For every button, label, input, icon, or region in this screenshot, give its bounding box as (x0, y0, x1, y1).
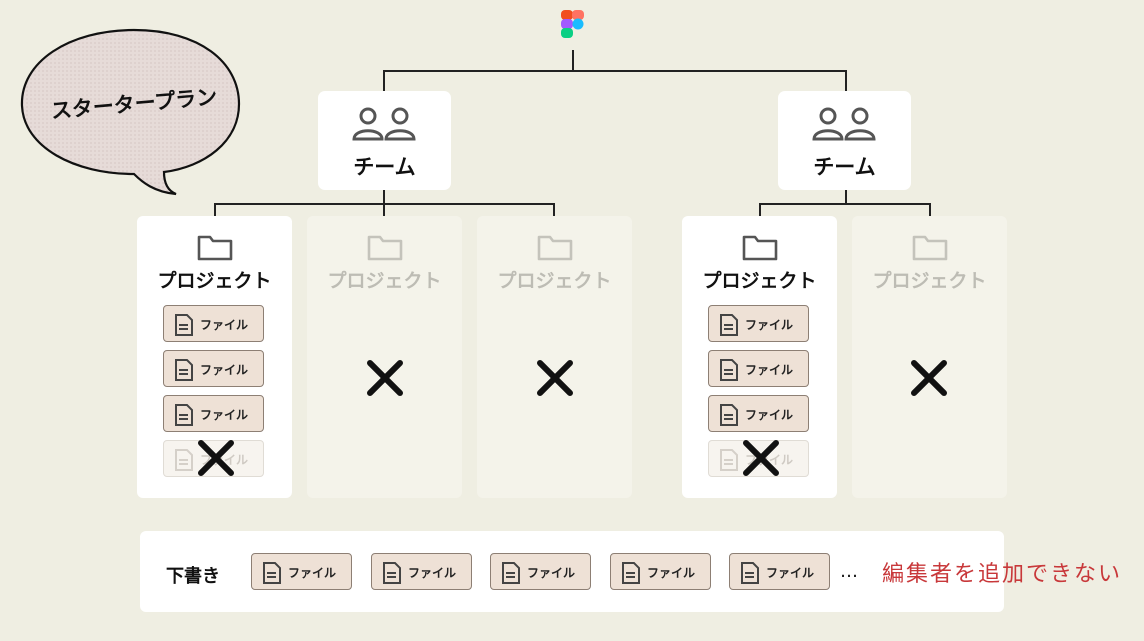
connector-proj2-drop (383, 203, 385, 217)
project-label: プロジェクト (327, 270, 442, 292)
file-label: ファイル (200, 408, 249, 422)
cross-icon (367, 360, 403, 396)
cannot-add-editors-note: 編集者を追加できない (882, 562, 1123, 587)
folder-icon (367, 235, 403, 261)
project-label: プロジェクト (872, 270, 987, 292)
document-icon (720, 449, 738, 471)
file-label: ファイル (745, 408, 794, 422)
folder-icon (742, 235, 778, 261)
document-icon (741, 562, 759, 584)
project-label: プロジェクト (157, 270, 272, 292)
file-chip[interactable]: ファイル (708, 350, 809, 387)
drafts-label: 下書き (166, 566, 220, 587)
document-icon (622, 562, 640, 584)
connector-team1-up (383, 70, 385, 92)
connector-proj3-drop (553, 203, 555, 217)
document-icon (383, 562, 401, 584)
connector-top-horizontal (383, 70, 847, 72)
connector-logo-down (572, 50, 574, 71)
folder-icon (197, 235, 233, 261)
connector-proj4-drop (759, 203, 761, 217)
team-card-2: チーム (778, 91, 911, 190)
people-icon (352, 107, 416, 141)
document-icon (502, 562, 520, 584)
connector-team2-horizontal (759, 203, 931, 205)
file-label: ファイル (200, 318, 249, 332)
file-chip[interactable]: ファイル (708, 395, 809, 432)
file-chip[interactable]: ファイル (163, 395, 264, 432)
connector-proj5-drop (929, 203, 931, 217)
draft-file-chip[interactable]: ファイル (610, 553, 711, 590)
drafts-panel: 下書き ファイル ファイル ファイル ファイル ファイル … 編集者を追加できな… (140, 531, 1120, 612)
document-icon (175, 404, 193, 426)
team-label: チーム (353, 155, 416, 179)
project-card-4: プロジェクト ファイル ファイル ファイル ファイル (682, 216, 837, 498)
draft-file-chip[interactable]: ファイル (729, 553, 830, 590)
file-label: ファイル (200, 363, 249, 377)
connector-team2-up (845, 70, 847, 92)
figma-logo-icon (561, 10, 584, 38)
team-card-1: チーム (318, 91, 451, 190)
cross-icon (537, 360, 573, 396)
plan-speech-bubble: スタータープラン (14, 22, 249, 202)
document-icon (263, 562, 281, 584)
connector-team1-down (383, 189, 385, 204)
file-label: ファイル (647, 566, 696, 580)
file-chip[interactable]: ファイル (163, 305, 264, 342)
file-label: ファイル (745, 318, 794, 332)
people-icon (812, 107, 876, 141)
document-icon (720, 314, 738, 336)
connector-proj1-drop (214, 203, 216, 217)
team-label: チーム (813, 155, 876, 179)
cross-icon (743, 440, 779, 476)
document-icon (175, 359, 193, 381)
connector-team2-down (845, 189, 847, 204)
file-label: ファイル (288, 566, 337, 580)
project-label: プロジェクト (702, 270, 817, 292)
file-chip[interactable]: ファイル (708, 305, 809, 342)
folder-icon (537, 235, 573, 261)
draft-file-chip[interactable]: ファイル (251, 553, 352, 590)
document-icon (175, 449, 193, 471)
document-icon (175, 314, 193, 336)
file-label: ファイル (745, 363, 794, 377)
folder-icon (912, 235, 948, 261)
cross-icon (911, 360, 947, 396)
project-label: プロジェクト (497, 270, 612, 292)
document-icon (720, 359, 738, 381)
project-card-3: プロジェクト (477, 216, 632, 498)
file-label: ファイル (527, 566, 576, 580)
cross-icon (198, 440, 234, 476)
project-card-5: プロジェクト (852, 216, 1007, 498)
project-card-2: プロジェクト (307, 216, 462, 498)
more-files-ellipsis: … (840, 561, 858, 582)
draft-file-chip[interactable]: ファイル (490, 553, 591, 590)
document-icon (720, 404, 738, 426)
file-label: ファイル (766, 566, 815, 580)
file-chip[interactable]: ファイル (163, 350, 264, 387)
file-label: ファイル (408, 566, 457, 580)
draft-file-chip[interactable]: ファイル (371, 553, 472, 590)
project-card-1: プロジェクト ファイル ファイル ファイル ファイル (137, 216, 292, 498)
